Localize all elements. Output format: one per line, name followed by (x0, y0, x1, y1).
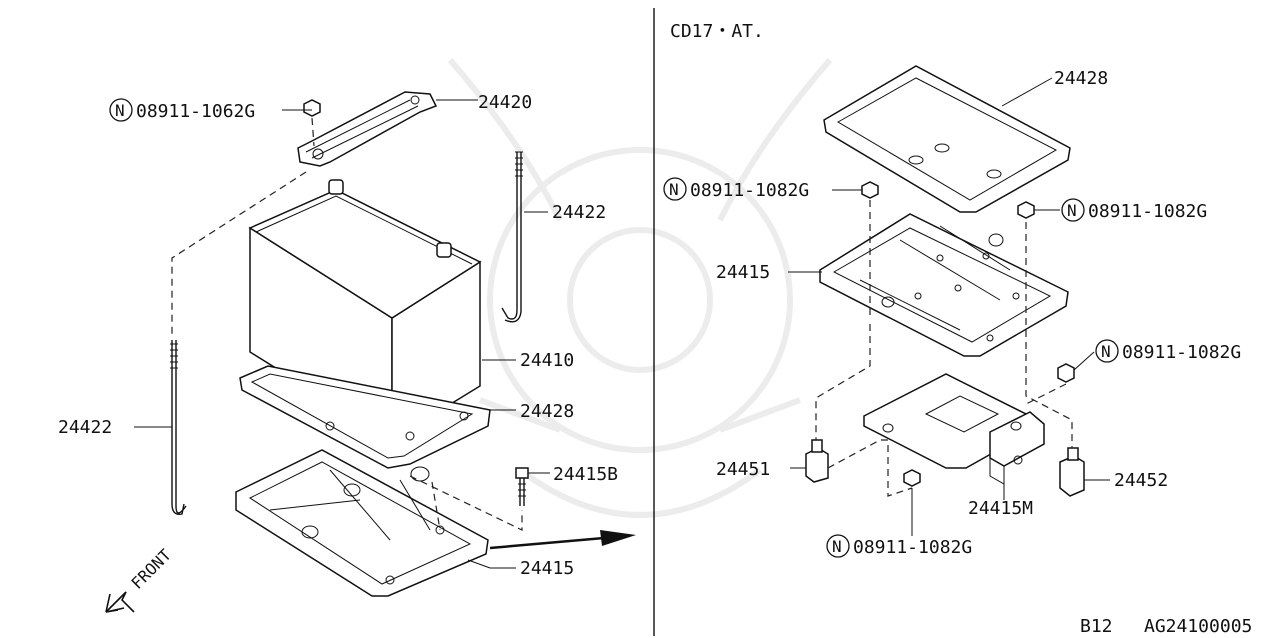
label-24451: 24451 (716, 459, 770, 480)
label-24415-right: 24415 (716, 262, 770, 283)
nut-d (903, 469, 921, 487)
front-arrow-icon (105, 591, 135, 613)
hold-rod-right (501, 151, 523, 323)
battery-tray-right (819, 213, 1069, 357)
hold-rod-left (170, 340, 187, 515)
bracket-24451 (805, 439, 829, 483)
watermark-emblem (447, 58, 833, 518)
label-08911-1082g-c: 08911-1082G (1122, 342, 1241, 363)
nut-top-left (303, 99, 321, 117)
variant-note: CD17・AT. (670, 21, 764, 42)
nut-a (861, 181, 879, 199)
bolt-24415b (515, 467, 529, 506)
nut-c (1057, 363, 1075, 383)
label-08911-1082g-d: 08911-1082G (853, 537, 972, 558)
battery-clamp (297, 91, 438, 167)
nut-symbol (1095, 339, 1119, 363)
nut-symbol-letter: N (115, 101, 125, 120)
bracket-24452 (1059, 447, 1085, 497)
nut-symbol (663, 177, 687, 201)
nut-symbol-letter: N (1067, 201, 1077, 220)
nut-symbol-letter: N (669, 180, 679, 199)
label-24415b: 24415B (553, 464, 618, 485)
label-24422-right: 24422 (552, 202, 606, 223)
page-code: B12 (1080, 616, 1113, 637)
nut-symbol-letter: N (832, 537, 842, 556)
label-24415-left: 24415 (520, 558, 574, 579)
tray-mount-bracket (863, 373, 1045, 485)
label-24410: 24410 (520, 350, 574, 371)
label-24428-left: 24428 (520, 401, 574, 422)
nut-symbol-letter: N (1101, 342, 1111, 361)
front-label: FRONT (127, 545, 175, 593)
label-08911-1062g: 08911-1062G (136, 101, 255, 122)
label-24415m: 24415M (968, 498, 1033, 519)
tray-cover-right (823, 65, 1071, 213)
tray-cover-left (239, 365, 491, 469)
nut-symbol (826, 534, 850, 558)
nut-symbol (109, 98, 133, 122)
label-24420: 24420 (478, 92, 532, 113)
battery-tray-left (235, 449, 489, 597)
label-24422-left: 24422 (58, 417, 112, 438)
label-24452: 24452 (1114, 470, 1168, 491)
direction-arrow-right (489, 530, 636, 550)
label-08911-1082g-b: 08911-1082G (1088, 201, 1207, 222)
label-08911-1082g-a: 08911-1082G (690, 180, 809, 201)
nut-symbol (1061, 198, 1085, 222)
nut-b (1017, 201, 1035, 219)
diagram-id: AG24100005 (1144, 616, 1252, 637)
label-24428-right: 24428 (1054, 68, 1108, 89)
